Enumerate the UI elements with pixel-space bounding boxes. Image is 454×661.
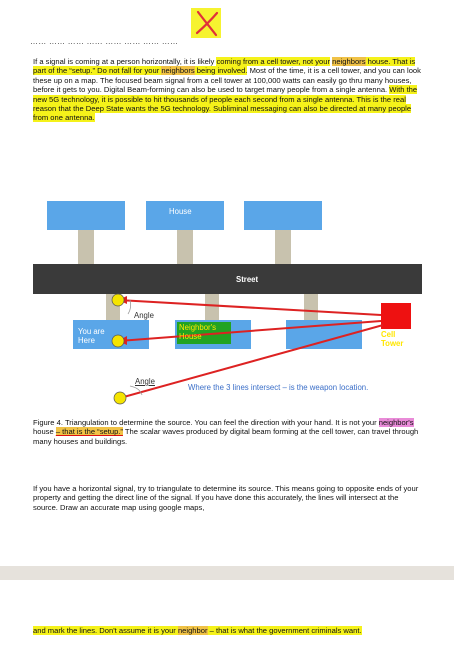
house-top-left [47,201,125,230]
angle-label-bottom: Angle [135,377,155,386]
paragraph-3-segment: neighbor [177,626,208,635]
paragraph-3-segment: and mark the lines. Don't assume it is y… [33,626,178,635]
signal-line-1 [117,299,382,316]
triangulation-diagram [33,201,422,405]
cut-off-text: …… …… …… …… …… …… …… …… [30,41,179,46]
caption-segment: neighbor's [378,418,414,427]
point-dot-1 [111,293,125,307]
signal-line-2 [117,320,382,342]
caption-segment: – that is the “setup.” [55,427,123,437]
document-page-1: …… …… …… …… …… …… …… …… If a signal is c… [30,8,425,512]
house-label: House [169,207,192,216]
house-top-center [146,201,224,230]
angle-arc-top [127,299,132,315]
paragraph-1-segment: being involved. [194,66,248,76]
paragraph-1-segment: Do not fall for your [95,66,162,76]
caption-segment: Figure 4. Triangulation to determine the… [33,418,379,427]
post-top-1 [78,227,94,267]
paragraph-1-segment: neighbors [161,66,195,76]
neighbors-house-label: Neighbor's House [179,323,217,341]
point-dot-2 [111,334,125,348]
point-dot-3 [113,391,127,405]
intersection-note: Where the 3 lines intersect – is the wea… [188,383,369,392]
post-top-2 [177,227,193,267]
neighbor-label-bg [177,322,231,344]
post-top-3 [275,227,291,267]
house-you [73,320,149,349]
street [33,264,422,294]
you-are-here-label: You are Here [78,327,105,345]
x-mark-annotation [191,8,221,38]
paragraph-1: If a signal is coming at a person horizo… [33,57,425,123]
angle-label-top: Angle [134,311,154,320]
signal-line-3 [119,324,384,399]
paragraph-2: If you have a horizontal signal, try to … [33,484,419,512]
paragraph-3: and mark the lines. Don't assume it is y… [33,626,425,635]
caption-segment: The scalar waves produced by digital bea… [33,427,419,446]
document-page-2: and mark the lines. Don't assume it is y… [0,580,454,661]
cell-tower-label: Cell Tower [381,330,404,348]
paragraph-1-segment: part of the “setup.” [33,66,96,76]
street-label: Street [236,275,259,284]
paragraph-1-segment: neighbors [332,57,366,66]
post-bottom-2 [205,294,219,322]
paragraph-1-segment: house. That is [365,57,416,66]
house-top-right [244,201,322,230]
cut-off-text-line: …… …… …… …… …… …… …… …… [30,41,300,47]
figure-caption: Figure 4. Triangulation to determine the… [33,418,425,446]
cell-tower-box [381,303,411,329]
angle-arc-bottom [129,385,143,396]
caption-segment: house [33,427,56,437]
post-bottom-3 [304,294,318,322]
paragraph-1-segment: Most of the time, it is a cell tower, an… [33,66,421,95]
paragraph-3-segment: – that is what the government criminals … [207,626,362,635]
page-break [0,566,454,580]
paragraph-1-segment: coming from a cell tower, not your [216,57,331,66]
x-mark-stroke-2 [195,11,219,35]
paragraph-1-segment: If a signal is coming at a person horizo… [33,57,217,66]
